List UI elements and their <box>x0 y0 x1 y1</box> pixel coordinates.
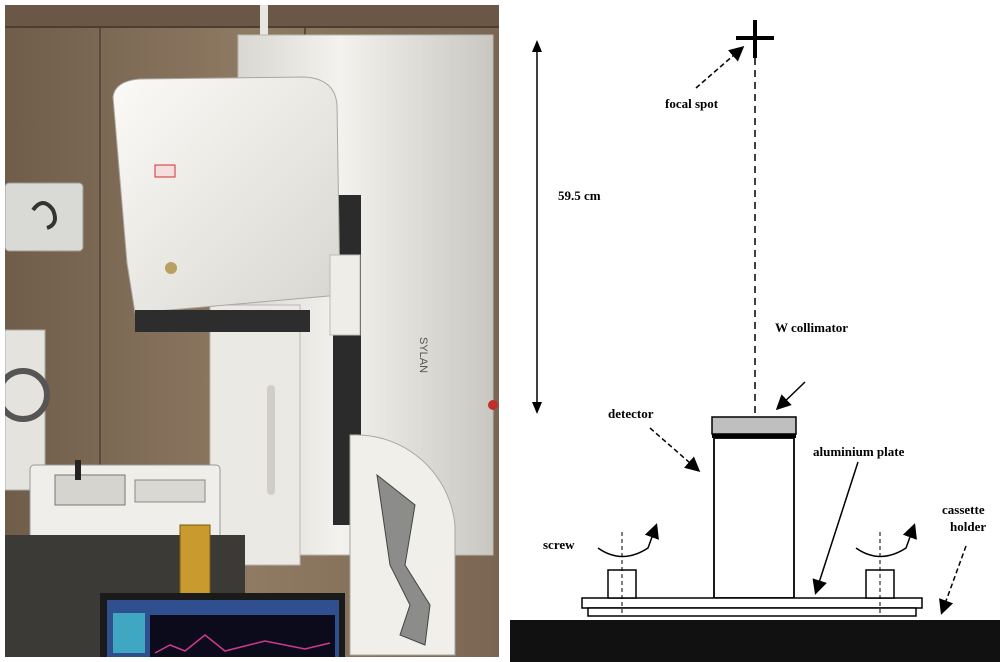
detector-label: detector <box>608 406 654 421</box>
mammography-unit-photo: SYLAN <box>5 5 499 657</box>
detector <box>713 437 795 599</box>
w-collimator <box>711 416 797 435</box>
focal-spot-marker <box>736 20 774 58</box>
screw-label: screw <box>543 537 575 552</box>
cassette-holder-base <box>510 620 1000 662</box>
screw-right <box>855 523 917 616</box>
emergency-button <box>488 400 498 410</box>
setup-schematic: focal spot 59.5 cm W collimator detector… <box>510 20 1000 662</box>
distance-arrow <box>532 40 542 414</box>
focal-spot-label: focal spot <box>665 96 719 111</box>
cassette-label-line1: cassette <box>942 502 985 517</box>
x-ray-tube-head <box>112 76 341 314</box>
cassette-label-line2: holder <box>950 519 986 534</box>
collimator-label: W collimator <box>775 320 848 335</box>
aluminium-plate-label: aluminium plate <box>813 444 905 459</box>
aluminium-plate <box>581 597 923 609</box>
screw-left <box>597 523 659 616</box>
svg-text:SYLAN: SYLAN <box>417 337 429 373</box>
distance-label: 59.5 cm <box>558 188 601 203</box>
